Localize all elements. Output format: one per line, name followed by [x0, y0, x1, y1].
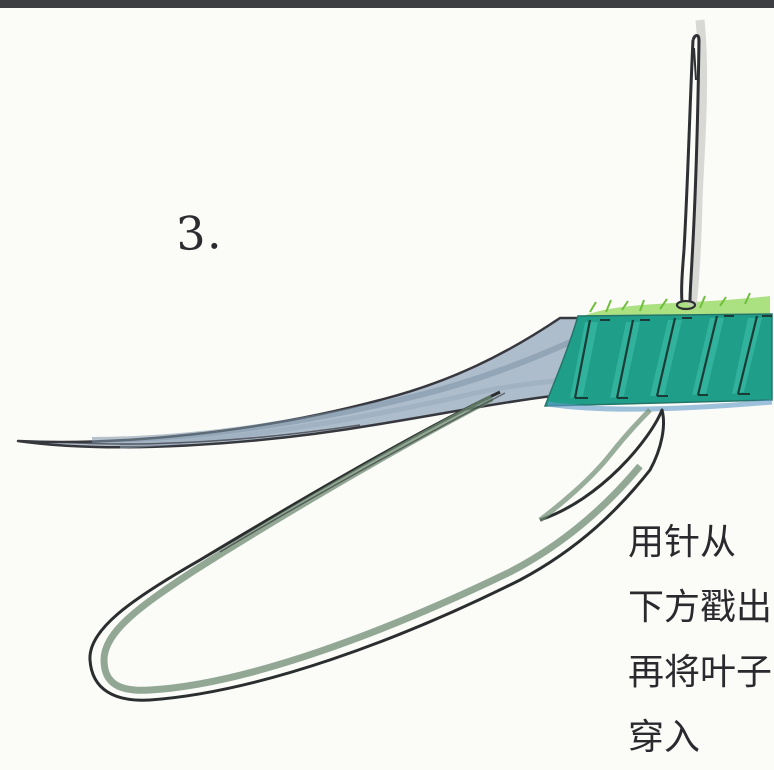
caption-line-3: 再将叶子	[628, 640, 774, 705]
caption-line-1: 用针从	[628, 510, 774, 575]
needle-icon	[677, 20, 703, 309]
instruction-caption: 用针从 下方戳出 再将叶子 穿入	[628, 510, 774, 770]
stem-icon	[18, 318, 590, 447]
caption-line-4: 穿入	[628, 705, 774, 770]
step-number: 3.	[175, 205, 224, 261]
teal-wrap-band-icon	[545, 314, 772, 409]
illustration-sheet: 3. 用针从 下方戳出 再将叶子 穿入	[0, 0, 774, 717]
caption-line-2: 下方戳出	[628, 575, 774, 640]
